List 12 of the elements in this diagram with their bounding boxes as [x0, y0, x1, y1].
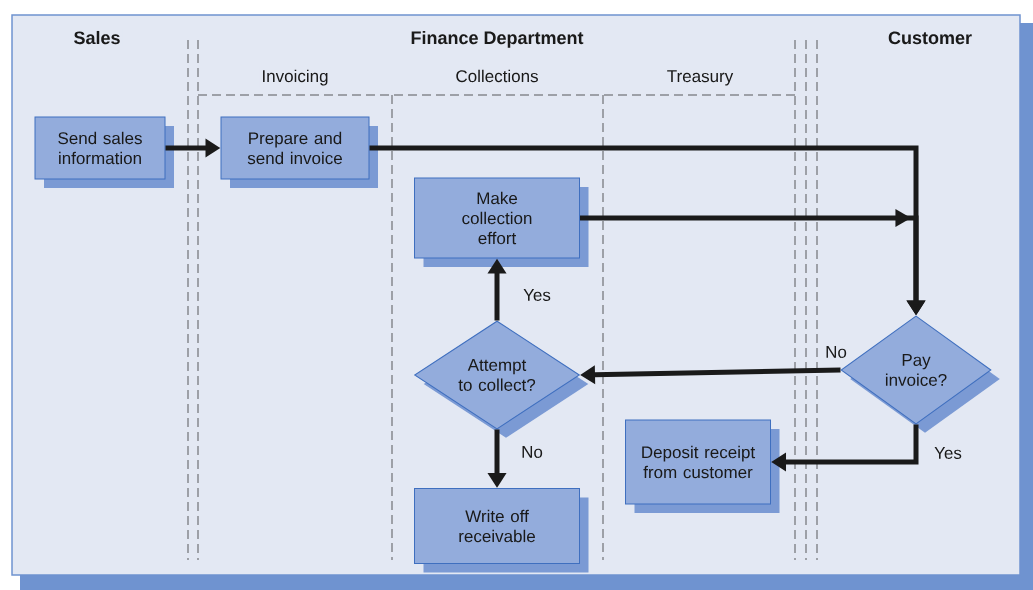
process-box: Write off receivable	[414, 488, 589, 573]
sublane-heading: Invoicing	[259, 67, 331, 88]
edge-label: No	[520, 445, 544, 459]
sublane-heading: Treasury	[664, 68, 736, 88]
edge-label: Yes	[933, 446, 963, 460]
process-box: Make collection effort	[414, 177, 589, 267]
process-box: Deposit receipt from customer	[625, 419, 780, 513]
process-box: Prepare and send invoice	[220, 116, 378, 188]
lane-heading: Customer	[886, 29, 974, 47]
lane-heading: Finance Department	[408, 28, 586, 50]
process-box: Send sales information	[34, 116, 174, 188]
edge-label: Yes	[522, 288, 552, 302]
